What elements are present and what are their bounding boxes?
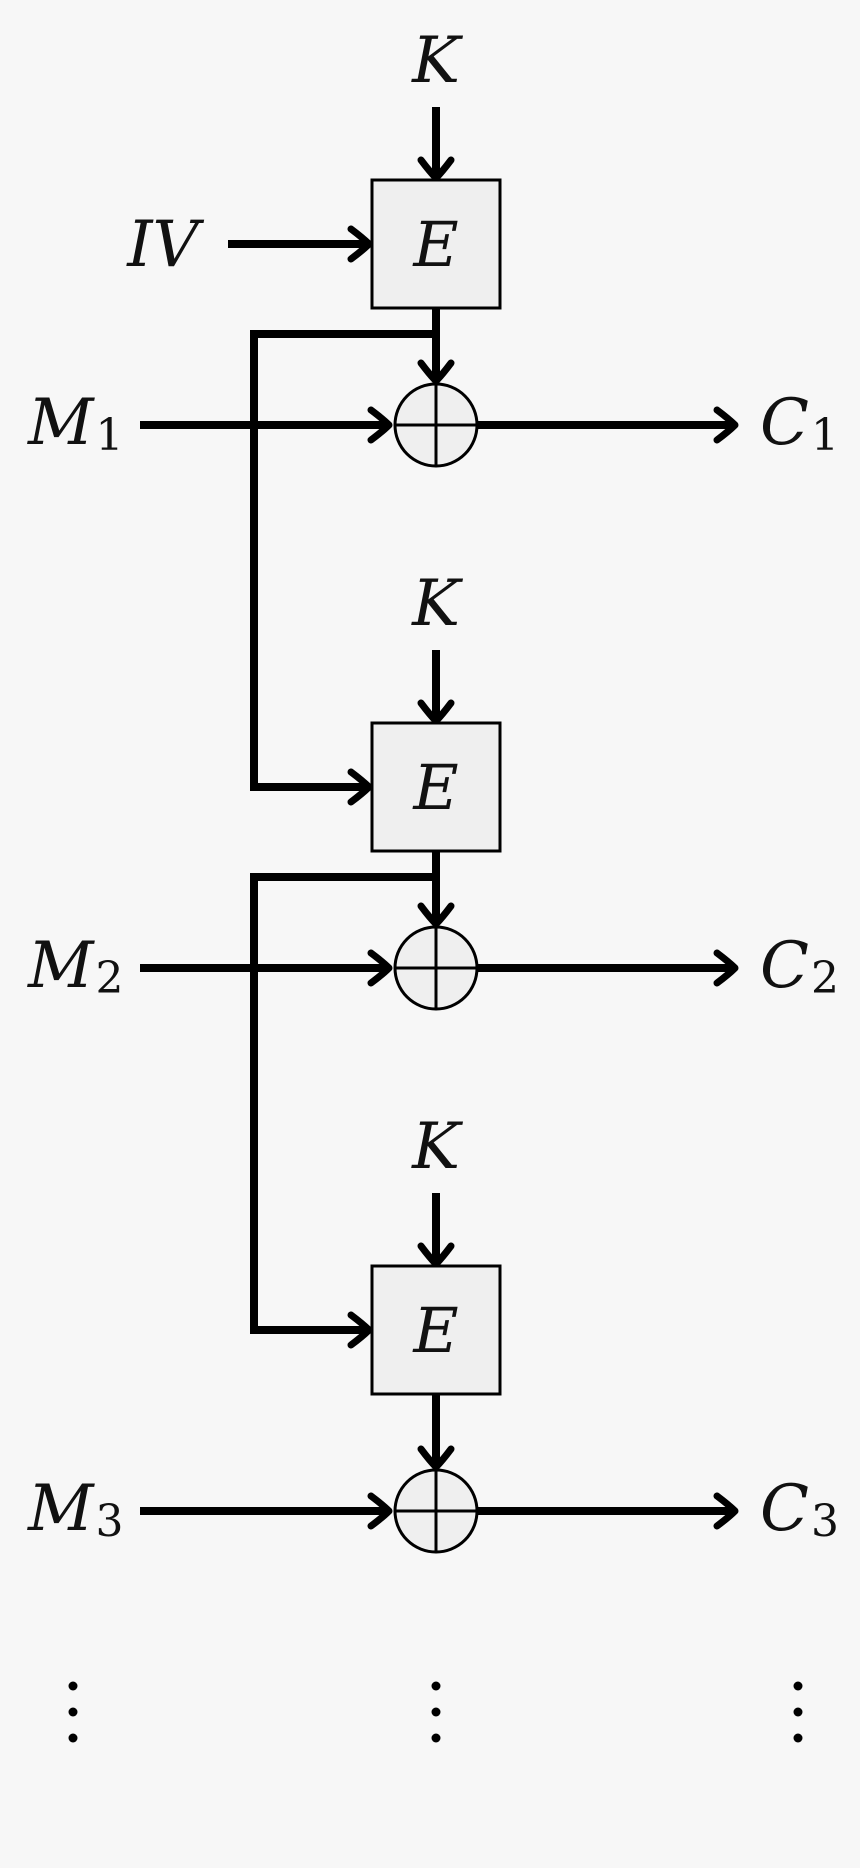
dot	[68, 1707, 78, 1717]
key-label-3: K	[411, 1110, 463, 1184]
key-label-1: K	[411, 24, 463, 98]
ciphertext-label-1: C1	[760, 386, 839, 461]
ciphertext-letter-3: C	[760, 1472, 809, 1546]
message-letter-1: M	[27, 386, 95, 460]
message-sub-1: 1	[96, 410, 124, 461]
dot	[431, 1681, 441, 1691]
dot	[431, 1733, 441, 1743]
feedback-line-1	[250, 330, 436, 791]
ciphertext-label-2: C2	[760, 929, 839, 1004]
dot	[793, 1707, 803, 1717]
key-label-2: K	[411, 567, 463, 641]
dot	[793, 1733, 803, 1743]
message-label-1: M1	[27, 386, 124, 461]
encrypt-label-2: E	[412, 751, 458, 824]
stage-1: K IV E M1 C1	[27, 24, 839, 802]
ciphertext-letter-2: C	[760, 929, 809, 1003]
ciphertext-letter-1: C	[760, 386, 809, 460]
stage-3: K E M3 C3	[27, 1110, 839, 1554]
dot	[431, 1707, 441, 1717]
iv-label: IV	[126, 208, 204, 282]
encrypt-box-3	[370, 1264, 502, 1396]
message-sub-2: 2	[96, 953, 124, 1004]
ciphertext-sub-1: 1	[811, 410, 839, 461]
ciphertext-sub-3: 3	[811, 1496, 839, 1547]
message-label-2: M2	[27, 929, 124, 1004]
message-letter-3: M	[27, 1472, 95, 1546]
message-label-3: M3	[27, 1472, 124, 1547]
dot	[793, 1681, 803, 1691]
encrypt-label-1: E	[412, 208, 458, 281]
message-letter-2: M	[27, 929, 95, 1003]
message-sub-3: 3	[96, 1496, 124, 1547]
dot	[68, 1733, 78, 1743]
ciphertext-sub-2: 2	[811, 953, 839, 1004]
feedback-line-2	[250, 873, 436, 1334]
encrypt-box-1	[370, 178, 502, 310]
encrypt-label-3: E	[412, 1294, 458, 1367]
ciphertext-label-3: C3	[760, 1472, 839, 1547]
continuation-dots-left	[68, 1681, 78, 1743]
dot	[68, 1681, 78, 1691]
continuation-dots-right	[793, 1681, 803, 1743]
continuation-dots-center	[431, 1681, 441, 1743]
stage-2: K E M2 C2	[27, 567, 839, 1345]
